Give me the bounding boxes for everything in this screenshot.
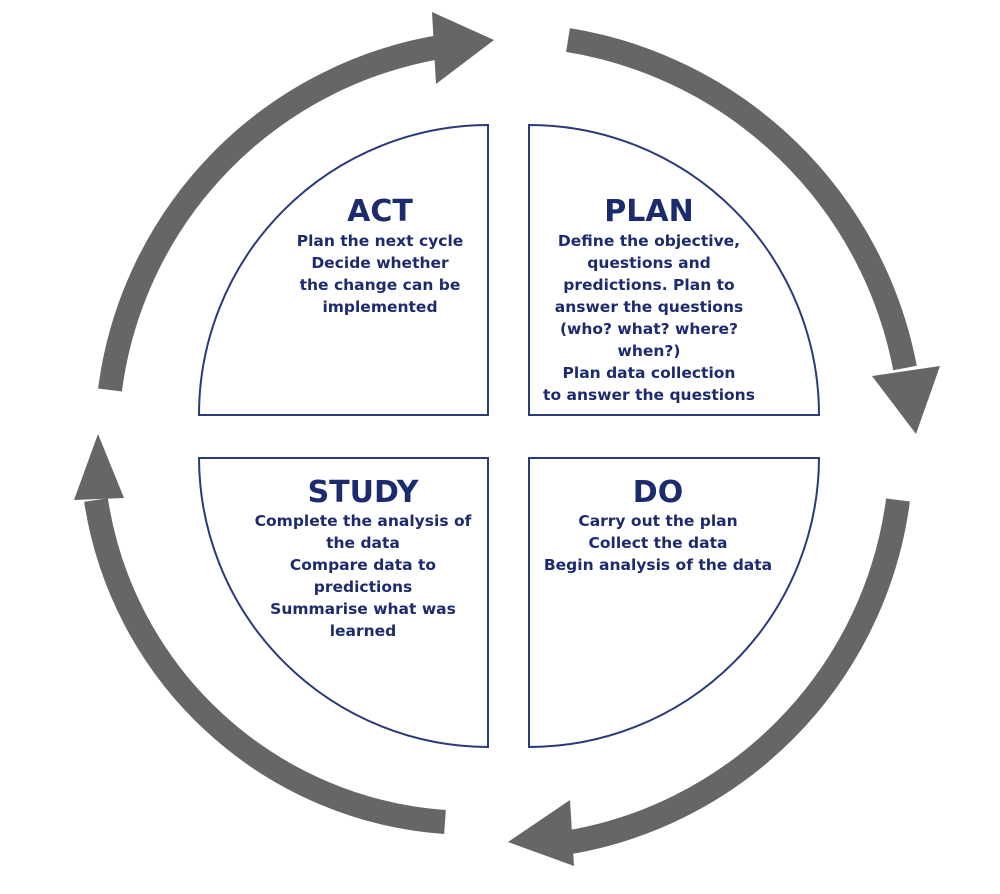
quadrant-plan-shape bbox=[528, 123, 821, 416]
arrow-study-to-act-head bbox=[74, 434, 124, 500]
quadrant-do-shape bbox=[528, 457, 821, 749]
act-line-3: the change can be bbox=[300, 276, 461, 294]
quadrant-do: DO Carry out the plan Collect the data B… bbox=[528, 457, 821, 749]
plan-line-4: answer the questions bbox=[555, 298, 743, 316]
plan-line-5: (who? what? where? bbox=[560, 320, 738, 338]
arrow-plan-to-do-head bbox=[872, 366, 940, 434]
arrow-plan-to-do bbox=[566, 28, 917, 371]
act-line-4: implemented bbox=[322, 298, 437, 316]
study-line-4: predictions bbox=[314, 578, 412, 596]
quadrant-study-shape bbox=[197, 457, 489, 749]
plan-line-2: questions and bbox=[587, 254, 711, 272]
arrow-act-to-plan bbox=[98, 34, 448, 392]
study-title: STUDY bbox=[308, 475, 420, 510]
plan-line-8: to answer the questions bbox=[543, 386, 755, 404]
act-line-1: Plan the next cycle bbox=[297, 232, 464, 250]
do-title: DO bbox=[633, 475, 683, 510]
do-line-1: Carry out the plan bbox=[578, 512, 737, 530]
do-line-3: Begin analysis of the data bbox=[544, 556, 772, 574]
cycle-arrows bbox=[74, 12, 940, 866]
plan-line-7: Plan data collection bbox=[563, 364, 736, 382]
arrow-do-to-study bbox=[556, 498, 910, 856]
plan-title: PLAN bbox=[604, 194, 693, 229]
plan-line-6: when?) bbox=[618, 342, 681, 360]
plan-line-3: predictions. Plan to bbox=[563, 276, 734, 294]
act-line-2: Decide whether bbox=[311, 254, 449, 272]
quadrant-plan: PLAN Define the objective, questions and… bbox=[528, 123, 821, 416]
study-line-1: Complete the analysis of bbox=[255, 512, 472, 530]
study-line-5: Summarise what was bbox=[270, 600, 456, 618]
study-line-2: the data bbox=[326, 534, 400, 552]
plan-line-1: Define the objective, bbox=[558, 232, 740, 250]
act-title: ACT bbox=[347, 194, 413, 229]
quadrant-act: ACT Plan the next cycle Decide whether t… bbox=[197, 123, 489, 416]
study-line-3: Compare data to bbox=[290, 556, 436, 574]
quadrant-act-shape bbox=[197, 123, 489, 416]
do-line-2: Collect the data bbox=[589, 534, 728, 552]
study-line-6: learned bbox=[330, 622, 397, 640]
quadrant-study: STUDY Complete the analysis of the data … bbox=[197, 457, 489, 749]
arrow-act-to-plan-head bbox=[432, 12, 494, 84]
arrow-do-to-study-head bbox=[508, 800, 574, 866]
arrow-study-to-act bbox=[84, 498, 446, 834]
